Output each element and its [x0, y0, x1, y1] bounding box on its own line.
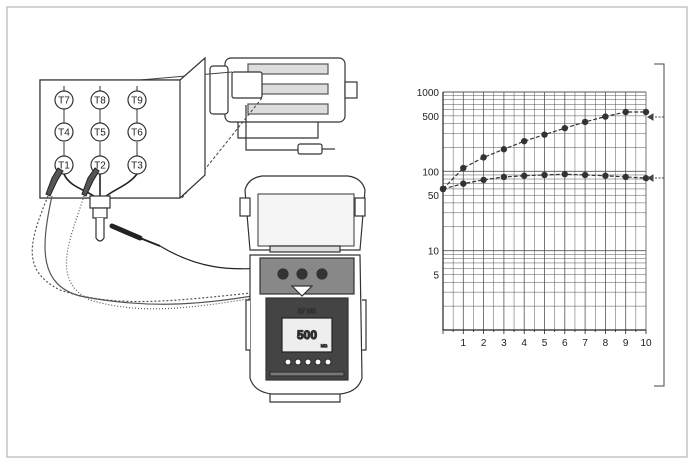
x-tick-label: 5	[542, 338, 548, 349]
data-point	[541, 131, 548, 138]
tester-button	[314, 358, 322, 366]
x-tick-label: 2	[481, 338, 487, 349]
terminal-label: T9	[131, 96, 143, 107]
data-point	[581, 171, 589, 179]
data-point	[602, 172, 609, 179]
chart-axes	[442, 92, 647, 334]
data-point	[602, 113, 609, 120]
tester-handle	[269, 394, 341, 403]
test-clips	[45, 167, 100, 197]
x-tick-label: 4	[521, 338, 527, 349]
x-tick-label: 3	[501, 338, 507, 349]
terminal-label: T5	[94, 128, 106, 139]
terminal-T4: T4	[54, 122, 74, 142]
x-tick-label: 7	[582, 338, 588, 349]
terminal-T7: T7	[54, 90, 74, 110]
data-point	[480, 154, 487, 161]
y-tick-label: 5	[433, 271, 439, 282]
x-tick-label: 10	[640, 338, 652, 349]
y-tick-label: 10	[428, 247, 440, 258]
motor-shaft	[344, 81, 358, 99]
data-point	[480, 176, 487, 184]
terminal-label: T1	[58, 161, 70, 172]
tester-button	[284, 358, 292, 366]
data-point	[460, 180, 467, 187]
terminal-T6: T6	[127, 122, 147, 142]
terminal-T5: T5	[90, 122, 110, 142]
tester-button	[324, 358, 332, 366]
tester-scale-text: kV MΩ	[298, 309, 317, 315]
data-point	[439, 185, 447, 193]
chart-y-tick-labels: 1000 500 100 50 10 5	[417, 88, 440, 282]
data-point	[541, 171, 548, 179]
terminal-label: T2	[94, 161, 106, 172]
data-point	[561, 171, 568, 178]
chart-arrows	[647, 113, 664, 182]
motor-terminal-box	[231, 71, 263, 99]
test-leads	[31, 195, 291, 310]
y-tick-label: 50	[428, 191, 440, 202]
x-tick-label: 6	[562, 338, 568, 349]
y-tick-label: 500	[422, 112, 439, 123]
x-tick-label: 8	[603, 338, 609, 349]
tester-display-value: 500	[297, 328, 317, 342]
resistance-chart: 1000 500 100 50 10 5 1 2 3 4 5 6 7 8 9 10	[417, 88, 652, 349]
insulation-tester: 500 MΩ kV MΩ	[239, 175, 367, 403]
chart-x-tick-labels: 1 2 3 4 5 6 7 8 9 10	[461, 338, 652, 349]
tester-button	[304, 358, 312, 366]
conduit-fitting	[89, 195, 111, 242]
terminal-T8: T8	[90, 90, 110, 110]
terminal-T3: T3	[127, 155, 147, 175]
data-point	[500, 173, 508, 181]
terminal-label: T8	[94, 96, 106, 107]
terminal-label: T7	[58, 96, 70, 107]
terminal-label: T3	[131, 161, 143, 172]
terminal-label: T6	[131, 128, 143, 139]
data-point	[622, 108, 629, 116]
data-point	[642, 108, 650, 116]
tester-button	[294, 358, 302, 366]
tester-display	[281, 317, 333, 353]
y-tick-label: 100	[422, 167, 439, 178]
data-point	[521, 137, 528, 145]
chart-bracket	[654, 63, 665, 387]
data-point	[460, 164, 467, 172]
motor	[209, 57, 358, 155]
terminal-T9: T9	[127, 90, 147, 110]
tester-display-unit: MΩ	[321, 343, 327, 348]
terminal-label: T4	[58, 128, 70, 139]
data-point	[561, 124, 568, 132]
y-tick-label: 1000	[417, 88, 440, 99]
data-point	[581, 118, 589, 126]
data-point	[500, 146, 508, 153]
x-tick-label: 1	[461, 338, 467, 349]
data-point	[521, 172, 528, 179]
x-tick-label: 9	[623, 338, 629, 349]
data-point	[642, 174, 650, 182]
chart-series	[439, 108, 650, 193]
data-point	[622, 173, 629, 181]
chart-grid	[442, 91, 647, 331]
outer-border	[6, 6, 688, 458]
